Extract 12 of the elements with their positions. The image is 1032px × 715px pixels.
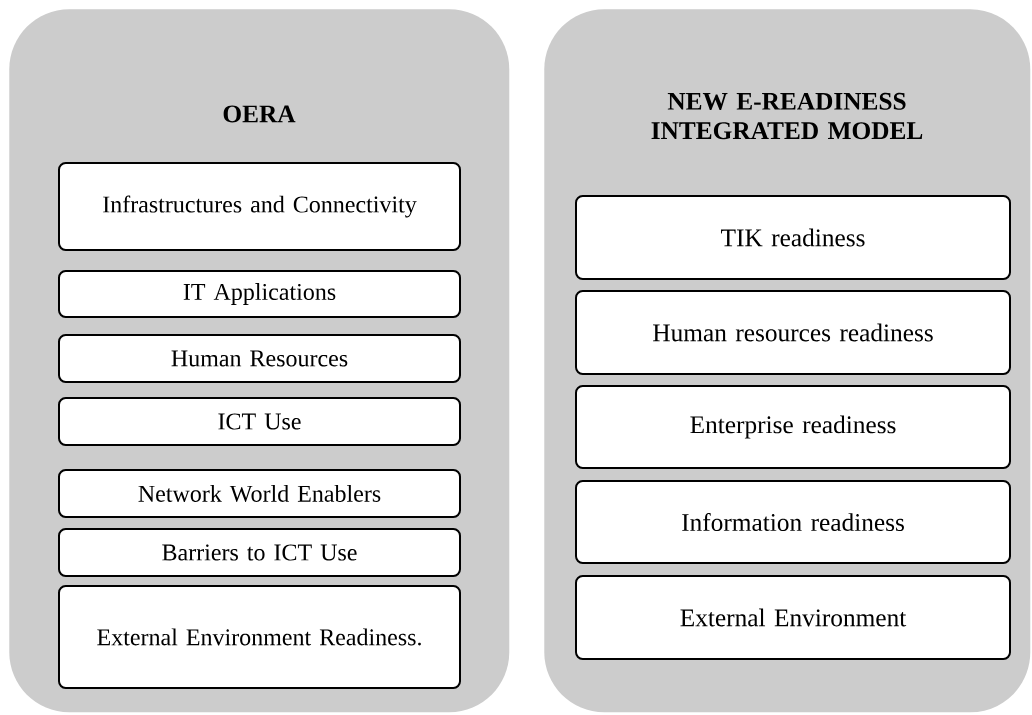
text-box: Human resources readiness [575,290,1011,375]
text-box: Information readiness [575,480,1011,564]
text-box: Human Resources [58,334,461,383]
text-box: IT Applications [58,270,461,318]
text-box: External Environment [575,575,1011,660]
text-box: Barriers to ICT Use [58,528,461,577]
text-box: Enterprise readiness [575,385,1011,469]
text-box: ICT Use [58,397,461,446]
text-box: Network World Enablers [58,469,461,518]
text-box: External Environment Readiness. [58,585,461,689]
text-box: TIK readiness [575,195,1011,280]
text-box: Infrastructures and Connectivity [58,162,461,251]
